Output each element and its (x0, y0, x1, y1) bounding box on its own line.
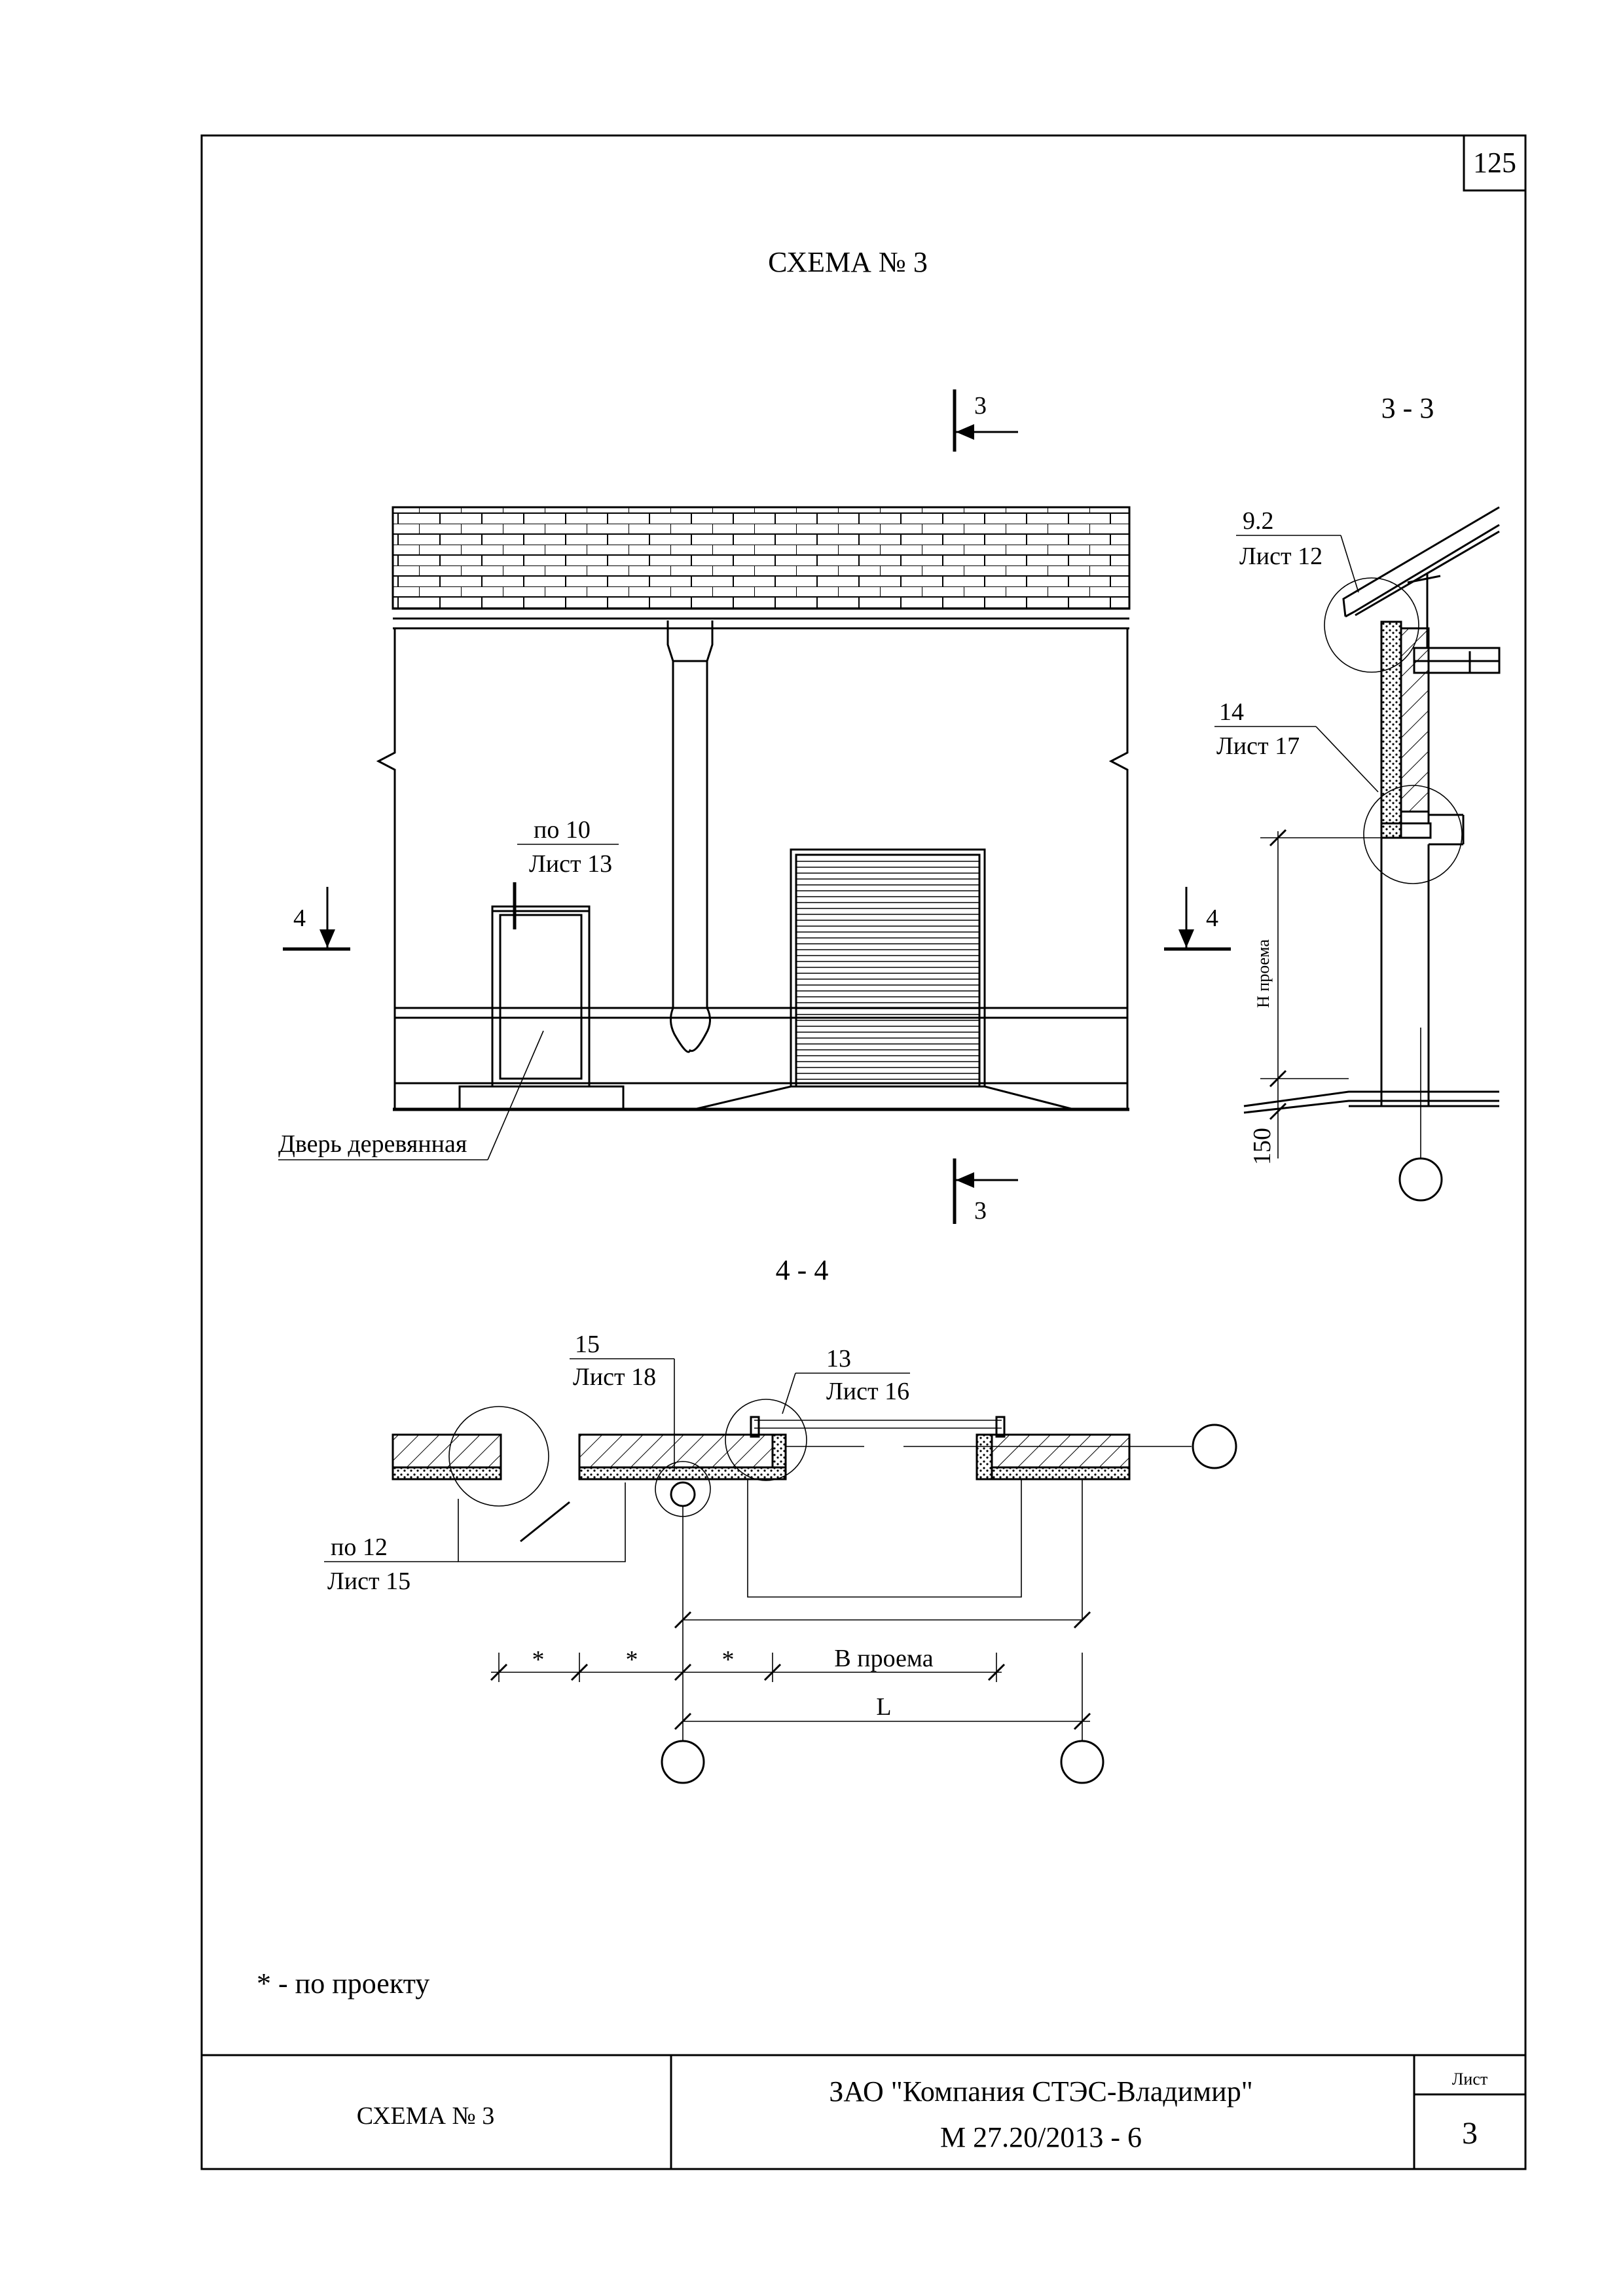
sec4-ref-c-sheet: Лист 15 (327, 1568, 410, 1595)
sec4-ref-a-sheet: Лист 18 (573, 1363, 656, 1391)
door-label: Дверь деревянная (278, 1130, 467, 1158)
roof-tiles (392, 506, 1131, 610)
sec4-ref-b-sheet: Лист 16 (826, 1378, 909, 1405)
wall-segment-left (392, 1433, 502, 1469)
title-block-left: СХЕМА № 3 (357, 2102, 495, 2130)
sheet-frame (200, 134, 1527, 2170)
svg-text:4: 4 (1206, 905, 1218, 932)
sec3-ref-top-number: 9.2 (1243, 507, 1274, 535)
wall-segment-right (991, 1433, 1131, 1469)
title-block-sheet-number: 3 (1462, 2116, 1478, 2151)
section-mark-4-right: 4 (1164, 887, 1231, 951)
wall-insulation (1380, 620, 1402, 839)
svg-text:3: 3 (974, 1197, 987, 1225)
sec3-ref-mid-number: 14 (1219, 698, 1244, 726)
section-3-3-title: 3 - 3 (1381, 392, 1434, 424)
wall-hatch (1400, 627, 1430, 813)
sec4-ref-c-number: по 12 (331, 1534, 388, 1561)
title-block-company: ЗАО "Компания СТЭС-Владимир" (829, 2075, 1252, 2108)
dim-opening-width: В проема (834, 1645, 933, 1672)
section-4-4: 4 - 4 15 Лист 18 13 Лист 16 (324, 1254, 1237, 1784)
section-4-4-title: 4 - 4 (776, 1254, 829, 1286)
section-mark-3-top: 3 (953, 389, 1018, 452)
title-block-doc-code: М 27.20/2013 - 6 (940, 2121, 1142, 2153)
title-block: СХЕМА № 3 ЗАО "Компания СТЭС-Владимир" М… (202, 2054, 1525, 2169)
dim-star-3: * (722, 1646, 735, 1674)
sec3-dim-150: 150 (1249, 1128, 1276, 1165)
sec3-ref-top-sheet: Лист 12 (1239, 543, 1322, 570)
page-number: 125 (1473, 147, 1516, 179)
section-mark-3-bottom: 3 (953, 1158, 1018, 1225)
wall-right-edge (1108, 628, 1129, 1109)
dim-L: L (876, 1693, 891, 1721)
sec3-dim-opening: Н проема (1254, 939, 1273, 1008)
section-mark-4-left: 4 (283, 887, 350, 951)
sheet-title: СХЕМА № 3 (768, 246, 928, 278)
door-ref-number: по 10 (534, 816, 591, 844)
svg-text:4: 4 (293, 905, 306, 932)
page-number-box (1463, 134, 1527, 192)
downpipe (666, 620, 714, 1053)
sec4-ref-a-number: 15 (575, 1331, 600, 1358)
footnote: * - по проекту (257, 1967, 429, 2000)
gate (693, 848, 1074, 1111)
title-block-sheet-label: Лист (1452, 2070, 1487, 2089)
svg-text:3: 3 (974, 392, 987, 420)
elevation-view: по 10 Лист 13 Дверь деревянная (278, 506, 1131, 1160)
door-ref-sheet: Лист 13 (529, 850, 612, 878)
dim-star-2: * (626, 1646, 638, 1674)
wooden-door (458, 905, 625, 1111)
wall-left-edge (376, 628, 396, 1109)
section-3-3: 3 - 3 9.2 (1214, 392, 1501, 1202)
sec3-ref-mid-sheet: Лист 17 (1216, 732, 1300, 760)
sec4-ref-b-number: 13 (826, 1345, 851, 1372)
dim-star-1: * (532, 1646, 545, 1674)
